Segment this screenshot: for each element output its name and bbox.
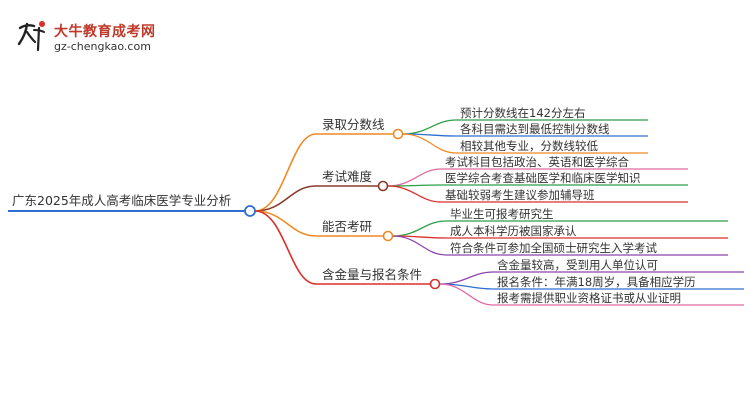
leaf-label-3-1: 报名条件：年满18周岁，具备相应学历 bbox=[497, 275, 696, 289]
leaf-label-1-2: 基础较弱考生建议参加辅导班 bbox=[445, 188, 595, 202]
leaf-label-1-1: 医学综合考查基础医学和临床医学知识 bbox=[445, 171, 641, 185]
mindmap-edges bbox=[8, 119, 744, 306]
branch-edge-0 bbox=[254, 133, 317, 212]
branch-node-2[interactable] bbox=[382, 230, 394, 242]
leaf-label-2-1: 成人本科学历被国家承认 bbox=[450, 224, 577, 238]
mindmap-nodes: 广东2025年成人高考临床医学专业分析 录取分数线 预计分数线在142分左右各科目需… bbox=[12, 106, 696, 305]
leaf-edge-3-2 bbox=[439, 283, 494, 306]
branch-edge-1 bbox=[254, 185, 317, 212]
leaf-label-2-2: 符合条件可参加全国硕士研究生入学考试 bbox=[450, 241, 657, 255]
branch-label-2: 能否考研 bbox=[322, 219, 372, 234]
logo-domain: gz-chengkao.com bbox=[54, 40, 151, 53]
leaf-label-3-2: 报考需提供职业资格证书或从业证明 bbox=[497, 291, 681, 305]
branch-node-0[interactable] bbox=[392, 128, 404, 140]
site-logo[interactable]: 大牛教育成考网 gz-chengkao.com bbox=[14, 18, 164, 58]
root-node[interactable] bbox=[244, 205, 256, 217]
branch-label-1: 考试难度 bbox=[322, 169, 373, 184]
leaf-label-1-0: 考试科目包括政治、英语和医学综合 bbox=[445, 155, 629, 169]
leaf-edge-1-0 bbox=[387, 168, 442, 187]
leaf-edge-2-2 bbox=[392, 235, 447, 256]
root-label: 广东2025年成人高考临床医学专业分析 bbox=[12, 193, 231, 208]
leaf-edge-3-0 bbox=[439, 271, 494, 285]
branch-edge-3 bbox=[254, 210, 317, 285]
branch-node-1[interactable] bbox=[377, 180, 389, 192]
branch-label-3: 含金量与报名条件 bbox=[322, 267, 422, 282]
leaf-label-0-0: 预计分数线在142分左右 bbox=[460, 106, 585, 120]
branch-edge-2 bbox=[254, 210, 317, 237]
branch-node-3[interactable] bbox=[429, 278, 441, 290]
leaf-label-0-2: 相较其他专业，分数线较低 bbox=[460, 139, 598, 153]
logo-title: 大牛教育成考网 bbox=[54, 24, 156, 40]
logo-calligraphy-icon bbox=[17, 21, 45, 52]
leaf-label-3-0: 含金量较高，受到用人单位认可 bbox=[497, 258, 658, 272]
leaf-edge-0-2 bbox=[402, 133, 457, 154]
leaf-edge-1-2 bbox=[387, 185, 442, 203]
leaf-label-0-1: 各科目需达到最低控制分数线 bbox=[460, 122, 610, 136]
branch-label-0: 录取分数线 bbox=[322, 117, 385, 132]
leaf-label-2-0: 毕业生可报考研究生 bbox=[450, 207, 554, 221]
leaf-edge-2-0 bbox=[392, 220, 447, 237]
leaf-edge-0-0 bbox=[402, 119, 457, 135]
